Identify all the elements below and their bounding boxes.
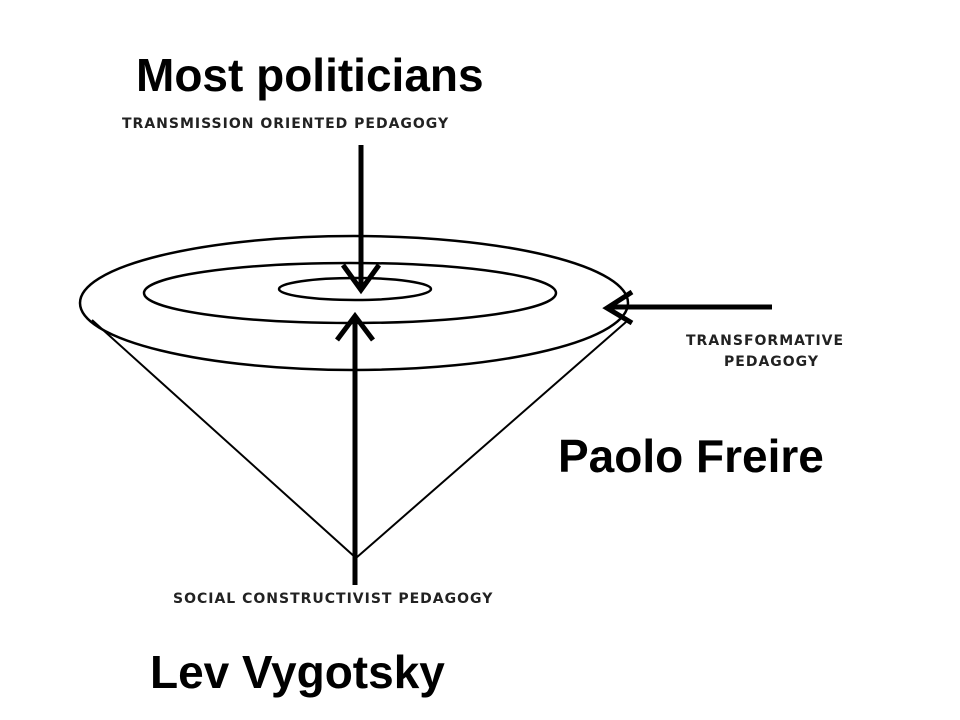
social-constructivist-arrow: [335, 311, 375, 585]
transformative-pedagogy-label-line1: TRANSFORMATIVE: [686, 333, 845, 349]
transmission-arrow: [340, 145, 382, 295]
cone-right-side: [355, 321, 627, 559]
right-actor-label: Paolo Freire: [558, 430, 824, 482]
transformative-pedagogy-label-line2: PEDAGOGY: [724, 354, 819, 370]
bottom-actor-label: Lev Vygotsky: [150, 646, 445, 698]
social-constructivist-pedagogy-label: SOCIAL CONSTRUCTIVIST PEDAGOGY: [173, 591, 494, 607]
cone-left-side: [91, 319, 357, 559]
transmission-pedagogy-label: TRANSMISSION ORIENTED PEDAGOGY: [122, 116, 450, 132]
top-actor-label: Most politicians: [136, 49, 484, 101]
transformative-arrow: [602, 289, 772, 326]
